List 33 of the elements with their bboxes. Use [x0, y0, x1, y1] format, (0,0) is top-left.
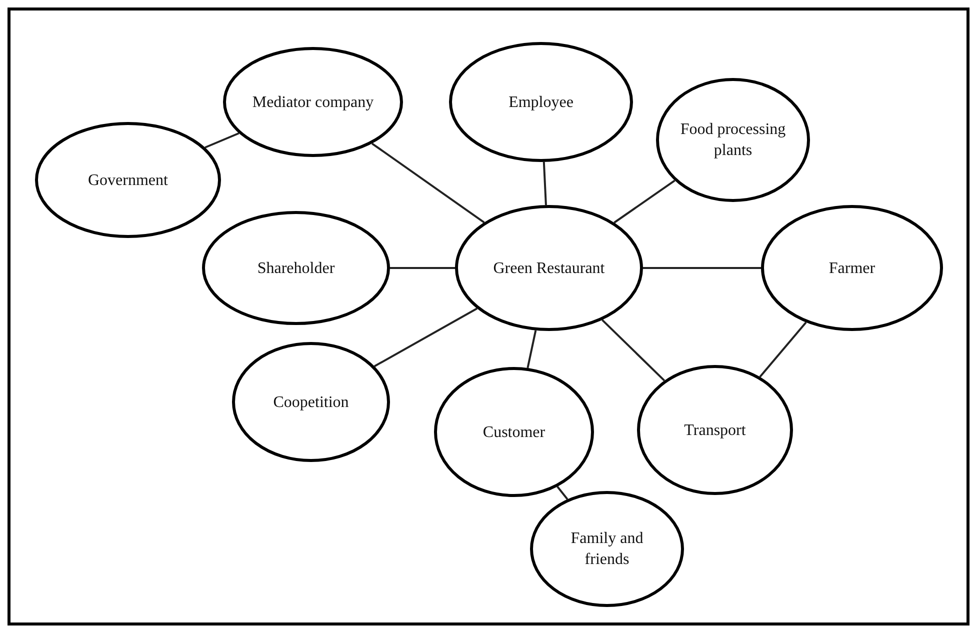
node-label: Employee [508, 92, 574, 112]
node-label: Government [88, 170, 168, 190]
connector-line [526, 330, 537, 368]
ellipse-node [637, 365, 793, 495]
node-label: Food processing plants [679, 120, 787, 161]
connector-line [542, 162, 547, 206]
ellipse-node [223, 47, 403, 157]
ellipse-node [530, 491, 684, 607]
ellipse-node [449, 42, 633, 162]
ellipse-node [232, 342, 390, 462]
connector-line [602, 319, 666, 382]
connector-line [204, 132, 240, 148]
ellipse-node [656, 78, 810, 202]
node-label: Transport [684, 420, 746, 440]
node-label: Farmer [828, 258, 876, 278]
connector-line [390, 267, 455, 269]
node-label: Coopetition [273, 392, 349, 412]
ellipse-node [455, 205, 643, 331]
ellipse-node [761, 205, 943, 331]
node-label: Green Restaurant [493, 258, 605, 278]
ellipse-node [202, 211, 390, 325]
node-label: Mediator company [252, 92, 374, 112]
connector-line [374, 308, 478, 368]
ellipse-node [434, 367, 594, 497]
connector-line [556, 486, 568, 500]
connector-line [643, 267, 761, 269]
node-label: Shareholder [257, 258, 335, 278]
connector-line [371, 142, 485, 224]
node-label: Customer [482, 422, 546, 442]
node-label: Family and friends [570, 529, 644, 570]
connector-line [614, 180, 676, 224]
connector-line [759, 322, 807, 378]
ellipse-node [35, 122, 221, 238]
